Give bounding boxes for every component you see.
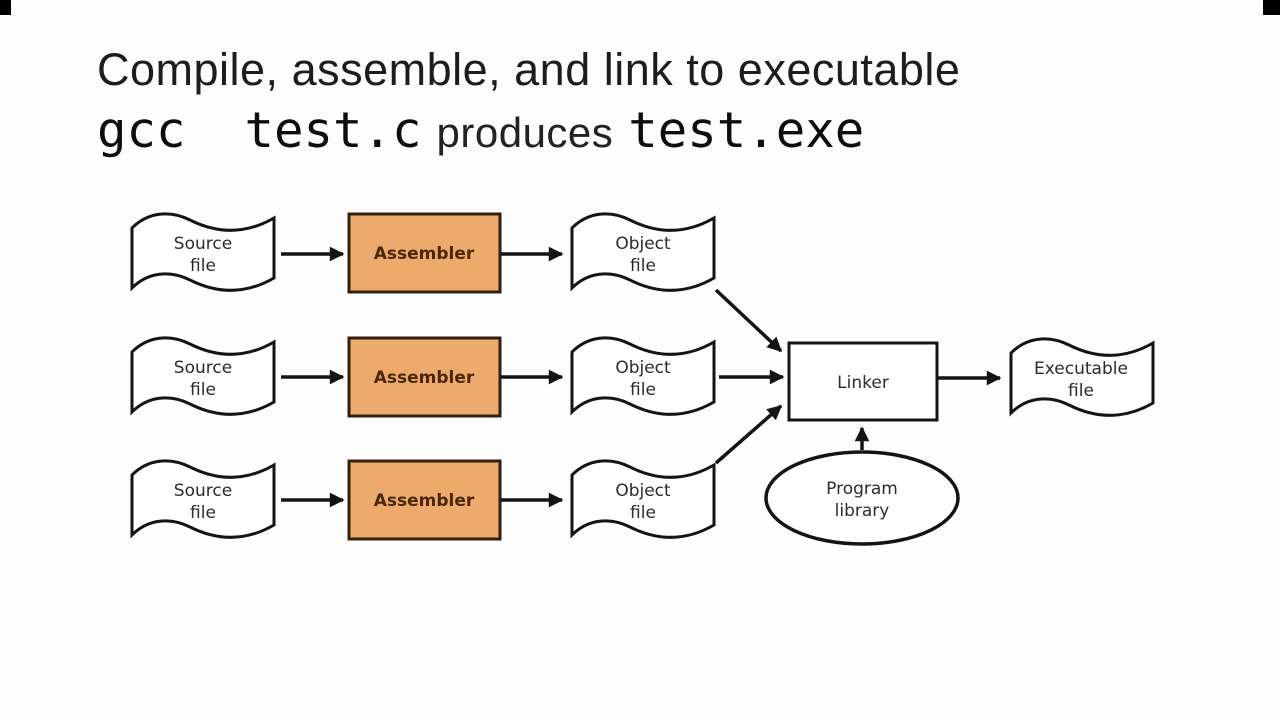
slide-title: Compile, assemble, and link to executabl… (97, 42, 960, 173)
assembler-1-box (347, 212, 502, 294)
source-file-3-label-line1: Source (174, 481, 232, 501)
command-text: gcc test.c (97, 102, 422, 159)
assembler-2-label: Assembler (374, 368, 475, 388)
source-file-3-label-line2: file (190, 503, 216, 523)
assembler-3-label: Assembler (374, 491, 475, 511)
linker-label: Linker (837, 373, 889, 393)
executable-file-label-line1: Executable (1034, 359, 1128, 379)
corner-artifact-right (1263, 0, 1280, 15)
assembler-2-box (347, 336, 502, 418)
object-file-3-label-line1: Object (615, 481, 671, 501)
assembler-3-box (347, 459, 502, 541)
program-library-label-line1: Program (826, 479, 898, 499)
corner-artifact-left (0, 0, 11, 15)
linker-box (787, 341, 939, 422)
program-library-ellipse (764, 450, 960, 546)
source-file-1-label-line2: file (190, 256, 216, 276)
program-library-label-line2: library (835, 501, 890, 521)
source-file-2-label-line1: Source (174, 358, 232, 378)
object-file-2-label-line1: Object (615, 358, 671, 378)
object-file-1-label-line1: Object (615, 234, 671, 254)
object-file-1-label-line2: file (630, 256, 656, 276)
assembler-1-label: Assembler (374, 244, 475, 264)
source-file-1-label-line1: Source (174, 234, 232, 254)
title-line2: gcc test.c produces test.exe (97, 101, 960, 173)
arrow-object3-linker (714, 404, 783, 465)
executable-file-label-line2: file (1068, 381, 1094, 401)
connector-text: produces (436, 109, 614, 156)
object-file-2-label-line2: file (630, 380, 656, 400)
arrow-object1-linker (714, 288, 783, 353)
result-text: test.exe (628, 102, 865, 159)
source-file-2-label-line2: file (190, 380, 216, 400)
object-file-3-label-line2: file (630, 503, 656, 523)
title-line1: Compile, assemble, and link to executabl… (97, 44, 961, 95)
